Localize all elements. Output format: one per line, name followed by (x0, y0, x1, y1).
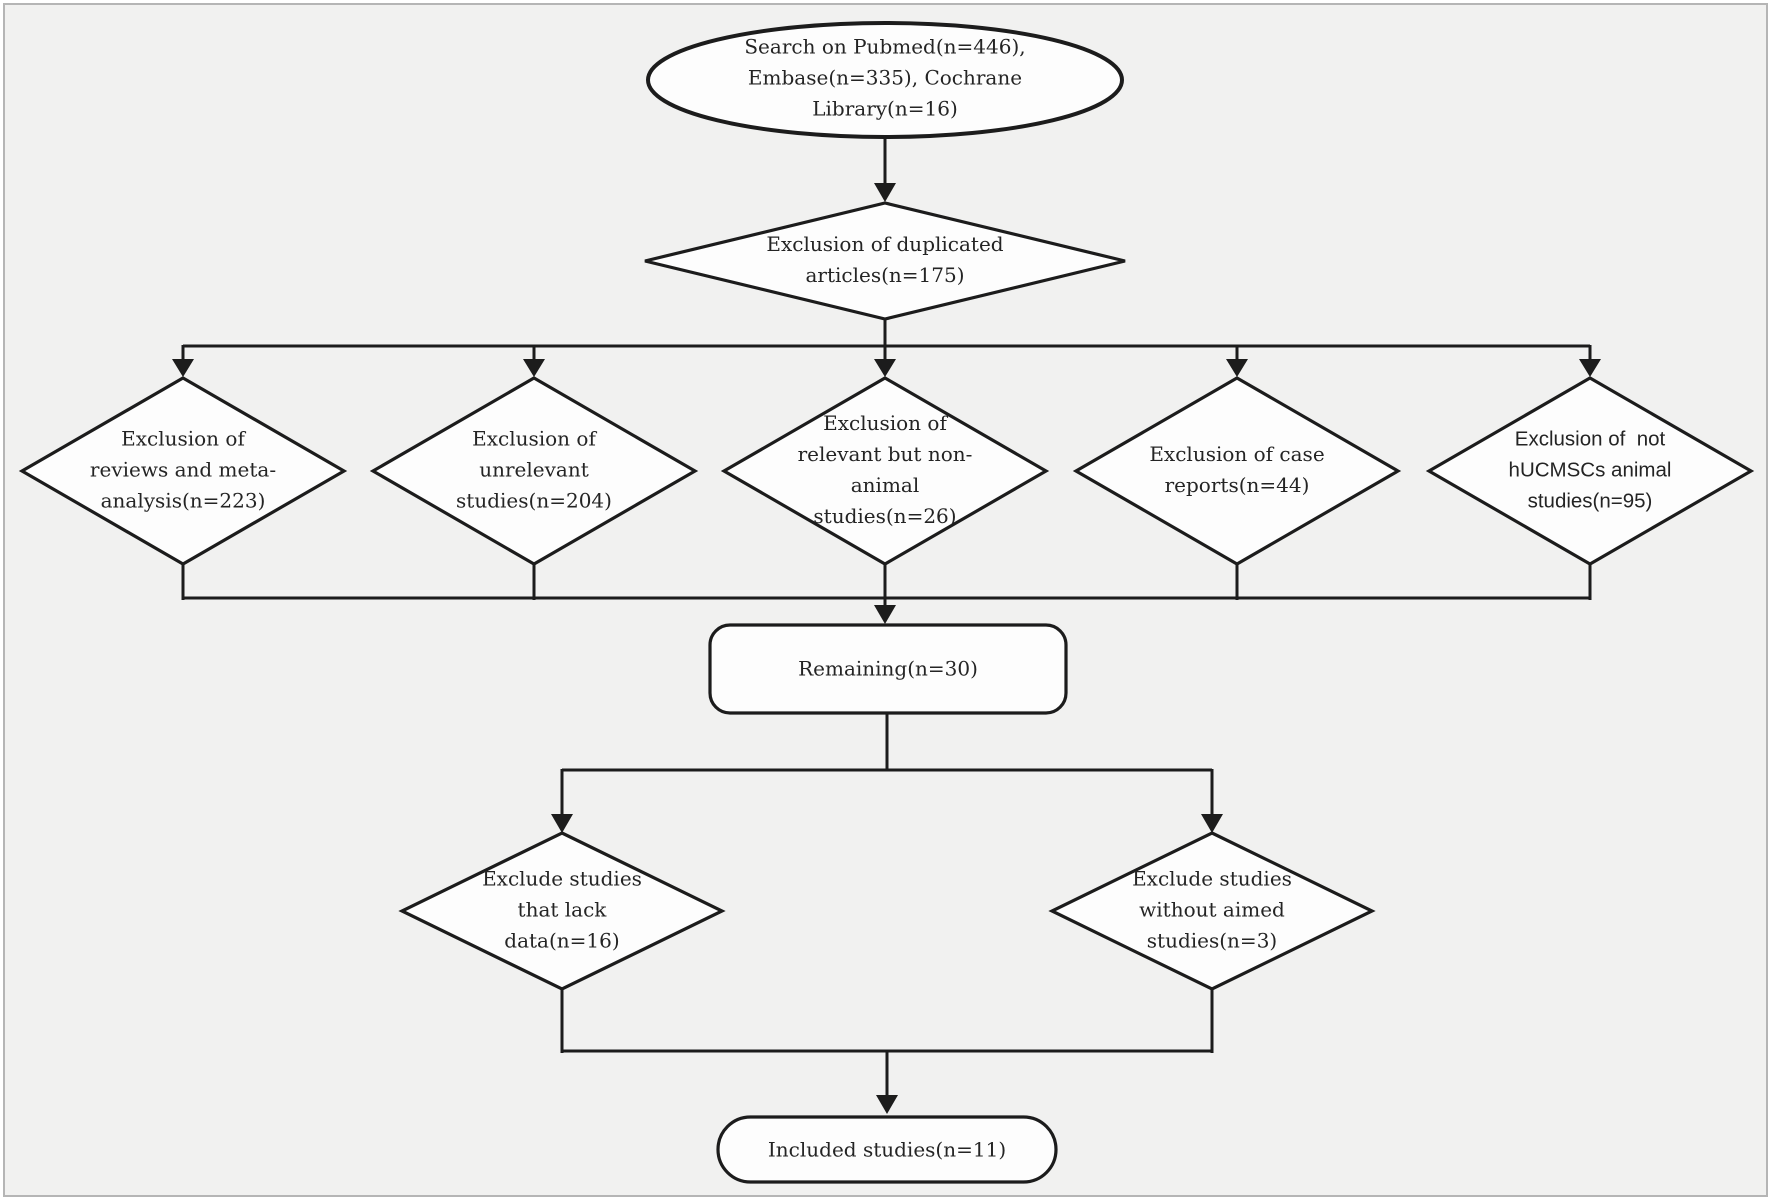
arrowhead-not-hucmscs-icon (1579, 359, 1601, 377)
arrowhead-remaining-icon (874, 605, 896, 624)
node-label-search: Search on Pubmed(n=446), Embase(n=335), … (744, 34, 1026, 121)
node-label-unrelevant: Exclusion of unrelevant studies(n=204) (456, 426, 612, 513)
node-case-reports-diamond (1072, 376, 1402, 566)
node-search-ellipse (646, 21, 1124, 139)
node-label-duplicates: Exclusion of duplicated articles(n=175) (766, 232, 1004, 287)
nodes (18, 21, 1755, 1184)
node-label-included: Included studies(n=11) (767, 1137, 1007, 1162)
arrowhead-included-icon (876, 1095, 898, 1114)
node-unrelevant-diamond (369, 376, 699, 566)
arrowheads (172, 183, 1601, 1114)
arrowhead-case-reports-icon (1226, 359, 1248, 377)
node-remaining-box (708, 623, 1068, 715)
arrowhead-unrelevant-icon (523, 359, 545, 377)
node-label-lack-data: Exclude studies that lack data(n=16) (482, 866, 642, 953)
node-label-remaining: Remaining(n=30) (798, 656, 978, 681)
node-not-hucmscs-diamond (1425, 376, 1755, 566)
connectors (181, 137, 1592, 1097)
arrowhead-duplicates-icon (874, 183, 896, 202)
node-label-not-hucmscs: Exclusion of not hUCMSCs animal studies(… (1508, 427, 1672, 513)
node-non-animal-diamond (720, 376, 1050, 566)
arrowhead-lack-data-icon (551, 814, 573, 833)
node-label-case-reports: Exclusion of case reports(n=44) (1149, 442, 1325, 497)
node-lack-data-diamond (398, 831, 726, 991)
node-included-box (716, 1115, 1058, 1184)
node-label-without-aim: Exclude studies without aimed studies(n=… (1132, 866, 1292, 953)
node-reviews-diamond (18, 376, 348, 566)
arrowhead-non-animal-icon (874, 359, 896, 377)
arrowhead-without-aim-icon (1201, 814, 1223, 833)
node-without-aim-diamond (1048, 831, 1376, 991)
node-duplicates-diamond (644, 201, 1126, 321)
arrowhead-reviews-icon (172, 359, 194, 377)
node-label-reviews: Exclusion of reviews and meta- analysis(… (89, 426, 277, 513)
node-label-non-animal: Exclusion of relevant but non- animal st… (797, 411, 973, 528)
